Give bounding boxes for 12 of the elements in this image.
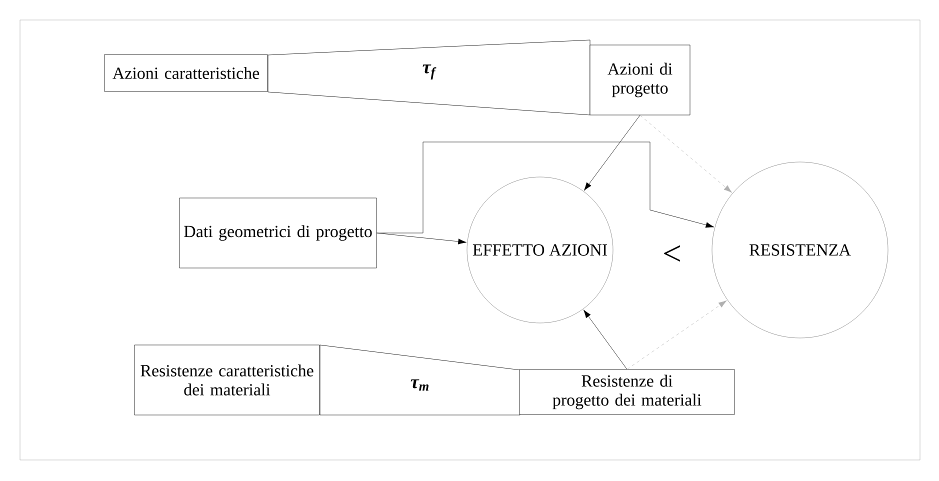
arrow <box>640 115 732 193</box>
text-box: Resistenze di progetto dei materiali <box>519 369 735 415</box>
text-box: Dati geometrici di progetto <box>179 198 377 268</box>
arrow <box>584 115 640 191</box>
text-box: Resistenze caratteristiche dei materiali <box>134 344 320 416</box>
text-box: Azioni di progetto <box>590 44 690 116</box>
text-box: Azioni caratteristiche <box>104 54 268 92</box>
arrow <box>583 310 628 370</box>
arrow <box>376 142 714 234</box>
arrow <box>626 300 727 370</box>
less-than-sign: < <box>664 245 680 262</box>
factor-band: τ$_{m}$ <box>320 344 520 416</box>
